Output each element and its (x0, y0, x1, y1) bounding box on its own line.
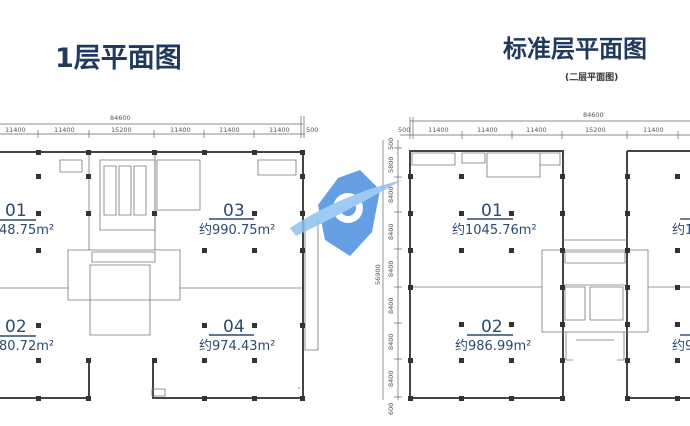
row: 600 (387, 403, 395, 415)
bay: 500 (398, 126, 410, 134)
row: 8400 (387, 186, 395, 203)
unit-03-partial: 约11 (672, 218, 690, 238)
unit-area: 48.75m² (0, 223, 54, 238)
unit-01: 01 48.75m² (0, 201, 54, 238)
bay: 11400 (477, 126, 498, 134)
unit-04: 04 约974.43m² (199, 317, 275, 354)
unit-02: 02 80.72m² (0, 317, 54, 354)
row: 8400 (387, 297, 395, 314)
unit-area: 约11 (672, 223, 690, 238)
unit-area: 约9 (672, 339, 690, 354)
unit-id: 03 (223, 201, 245, 221)
title-standard-floor: 标准层平面图 (503, 35, 647, 63)
subtitle-standard-floor: (二层平面图) (565, 72, 618, 83)
row: 8400 (387, 260, 395, 277)
total-width: 84600 (110, 114, 131, 122)
unit-id: 02 (5, 317, 27, 337)
row: 5800 (387, 156, 395, 173)
unit-id: 04 (223, 317, 245, 337)
unit-area: 约986.99m² (455, 339, 531, 354)
bay: 11400 (643, 126, 664, 134)
total-depth: 56900 (374, 264, 382, 285)
unit-04-partial: 约9 (672, 334, 690, 354)
dimension-line-left: 500 5800 8400 8400 8400 8400 8400 8400 6… (374, 138, 402, 415)
plan-1f: 84600 11400 11400 15200 11400 11400 1140… (0, 114, 318, 401)
watermark-logo-icon (290, 170, 402, 256)
unit-id: 02 (481, 317, 503, 337)
total-width: 84600 (583, 111, 604, 119)
bay: 11400 (526, 126, 547, 134)
bay: 15200 (585, 126, 606, 134)
title-1f: 1层平面图 (55, 43, 182, 74)
unit-01: 01 约1045.76m² (452, 201, 537, 238)
plan-standard-floor: 84600 500 11400 11400 11400 15200 11400 … (374, 111, 690, 415)
row: 8400 (387, 370, 395, 387)
unit-area: 约1045.76m² (452, 223, 537, 238)
unit-area: 约974.43m² (199, 339, 275, 354)
unit-03: 03 约990.75m² (199, 201, 275, 238)
dimension-line-top: 84600 11400 11400 15200 11400 11400 1140… (0, 114, 318, 138)
bay: 11400 (5, 126, 26, 134)
bay: 11400 (219, 126, 240, 134)
row: 500 (387, 138, 395, 150)
bay: 500 (306, 126, 318, 134)
row: 8400 (387, 333, 395, 350)
dimension-line-top: 84600 500 11400 11400 11400 15200 11400 (398, 111, 690, 139)
bay: 11400 (269, 126, 290, 134)
bay: 11400 (170, 126, 191, 134)
unit-id: 01 (481, 201, 503, 221)
unit-area: 80.72m² (0, 339, 54, 354)
unit-02: 02 约986.99m² (455, 317, 531, 354)
bay: 11400 (54, 126, 75, 134)
unit-id: 01 (5, 201, 27, 221)
unit-area: 约990.75m² (199, 223, 275, 238)
bay: 15200 (111, 126, 132, 134)
bay: 11400 (428, 126, 449, 134)
row: 8400 (387, 223, 395, 240)
